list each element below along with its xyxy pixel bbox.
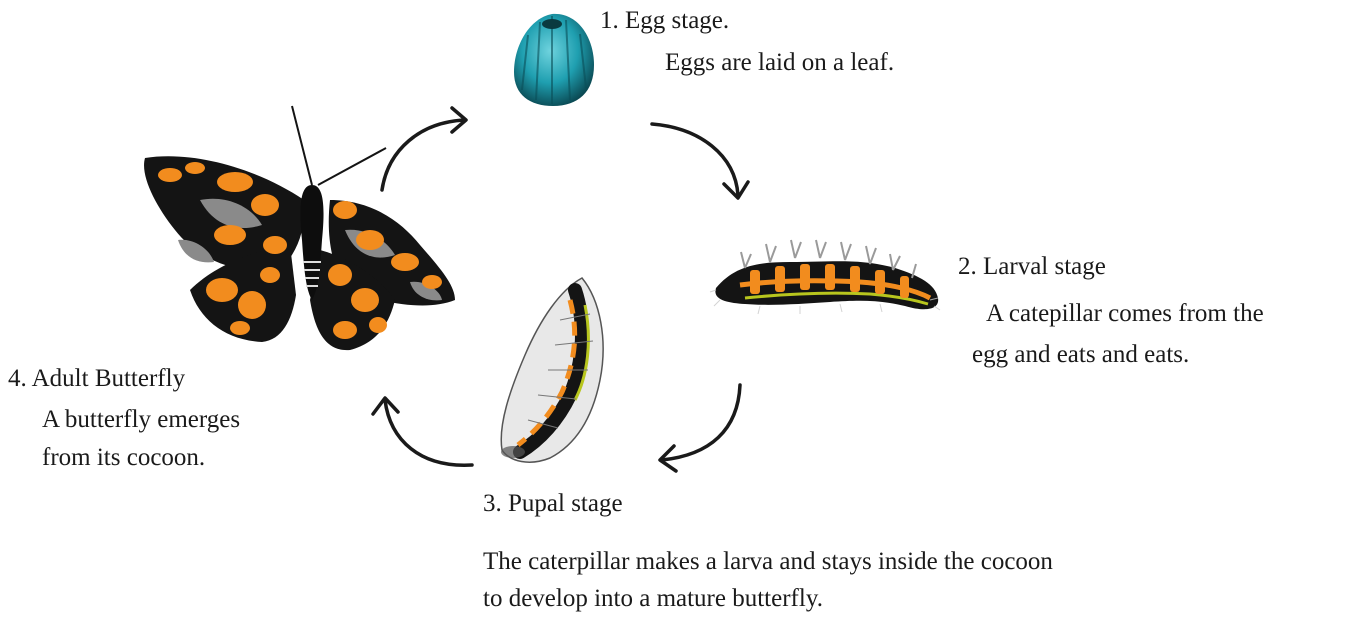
- arrow-larva-to-pupa: [660, 385, 740, 471]
- arrow-egg-to-larva: [652, 124, 748, 198]
- adult-stage-title: 4. Adult Butterfly: [8, 362, 185, 396]
- adult-stage-description-line-2: from its cocoon.: [42, 441, 205, 475]
- egg-stage-description: Eggs are laid on a leaf.: [665, 46, 894, 80]
- pupal-stage-description-line-2: to develop into a mature butterfly.: [483, 582, 823, 616]
- larval-stage-description-line-1: A catepillar comes from the: [986, 297, 1264, 331]
- egg-stage-title: 1. Egg stage.: [600, 4, 729, 38]
- larval-stage-description-line-2: egg and eats and eats.: [972, 338, 1189, 372]
- caterpillar-image: [710, 240, 940, 314]
- arrow-pupa-to-butterfly: [373, 398, 472, 465]
- larval-stage-title: 2. Larval stage: [958, 250, 1106, 284]
- chrysalis-image: [501, 278, 603, 462]
- pupal-stage-title: 3. Pupal stage: [483, 487, 623, 521]
- adult-stage-description-line-1: A butterfly emerges: [42, 403, 240, 437]
- arrow-butterfly-to-egg: [382, 108, 466, 190]
- pupal-stage-description-line-1: The caterpillar makes a larva and stays …: [483, 545, 1053, 579]
- egg-image: [514, 14, 594, 106]
